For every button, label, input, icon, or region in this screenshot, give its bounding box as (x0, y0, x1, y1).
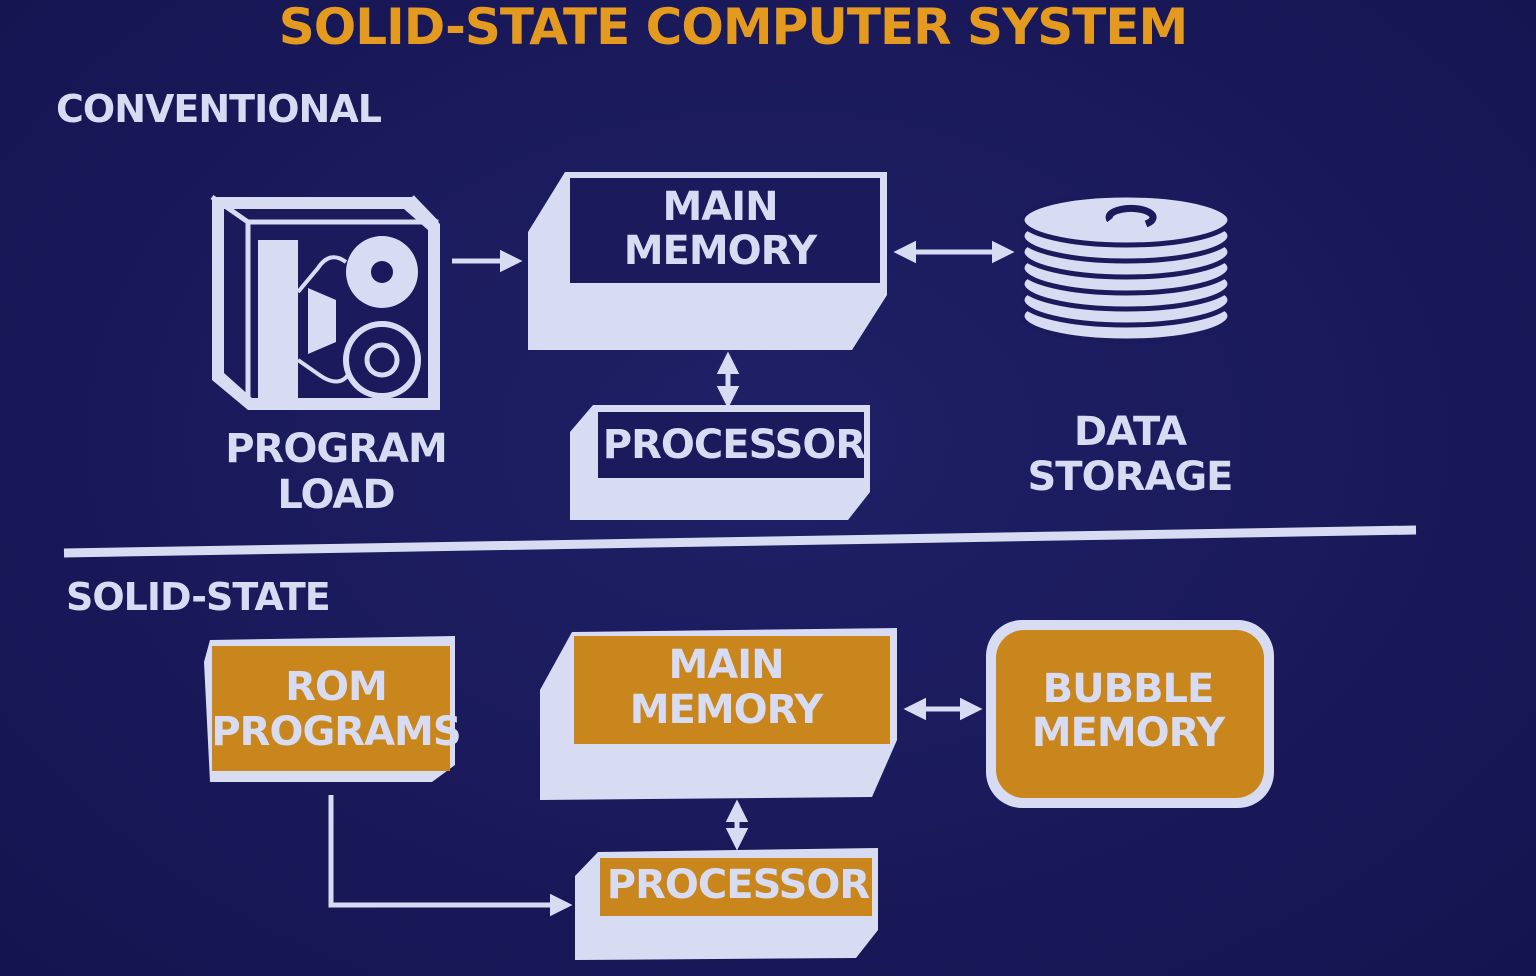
rom-programs-label-line2: PROGRAMS (211, 709, 460, 755)
section-divider (63, 525, 1417, 558)
bubble-memory-label-line1: BUBBLE (1043, 666, 1214, 712)
conventional-processor-label: PROCESSOR (603, 422, 866, 468)
solid-state-main-memory-block (540, 628, 897, 800)
conventional-main-memory-label-line1: MAIN (662, 184, 777, 230)
solid-state-main-memory-label-line1: MAIN (668, 642, 783, 688)
solid-state-heading: SOLID-STATE (66, 575, 330, 619)
data-storage-label-line1: DATA (1074, 409, 1187, 455)
arrow-rom-to-processor (328, 795, 573, 917)
conventional-main-memory-block (528, 172, 887, 350)
conventional-main-memory-label-line2: MEMORY (624, 228, 819, 274)
bubble-memory-label-line2: MEMORY (1032, 710, 1227, 756)
slide-title: SOLID-STATE COMPUTER SYSTEM (279, 0, 1188, 56)
conventional-processor-block (570, 405, 870, 520)
tape-drive-icon (210, 194, 440, 410)
program-load-label-line1: PROGRAM (225, 426, 447, 472)
program-load-label-line2: LOAD (277, 472, 394, 518)
disk-stack-icon (1019, 192, 1233, 344)
conventional-heading: CONVENTIONAL (56, 87, 382, 131)
rom-programs-block (204, 636, 455, 782)
solid-state-processor-label: PROCESSOR (607, 862, 870, 908)
bubble-memory-block (986, 620, 1274, 808)
data-storage-label-line2: STORAGE (1027, 454, 1232, 500)
solid-state-processor-block (575, 848, 878, 960)
rom-programs-label-line1: ROM (285, 664, 387, 710)
solid-state-main-memory-label-line2: MEMORY (630, 687, 825, 733)
